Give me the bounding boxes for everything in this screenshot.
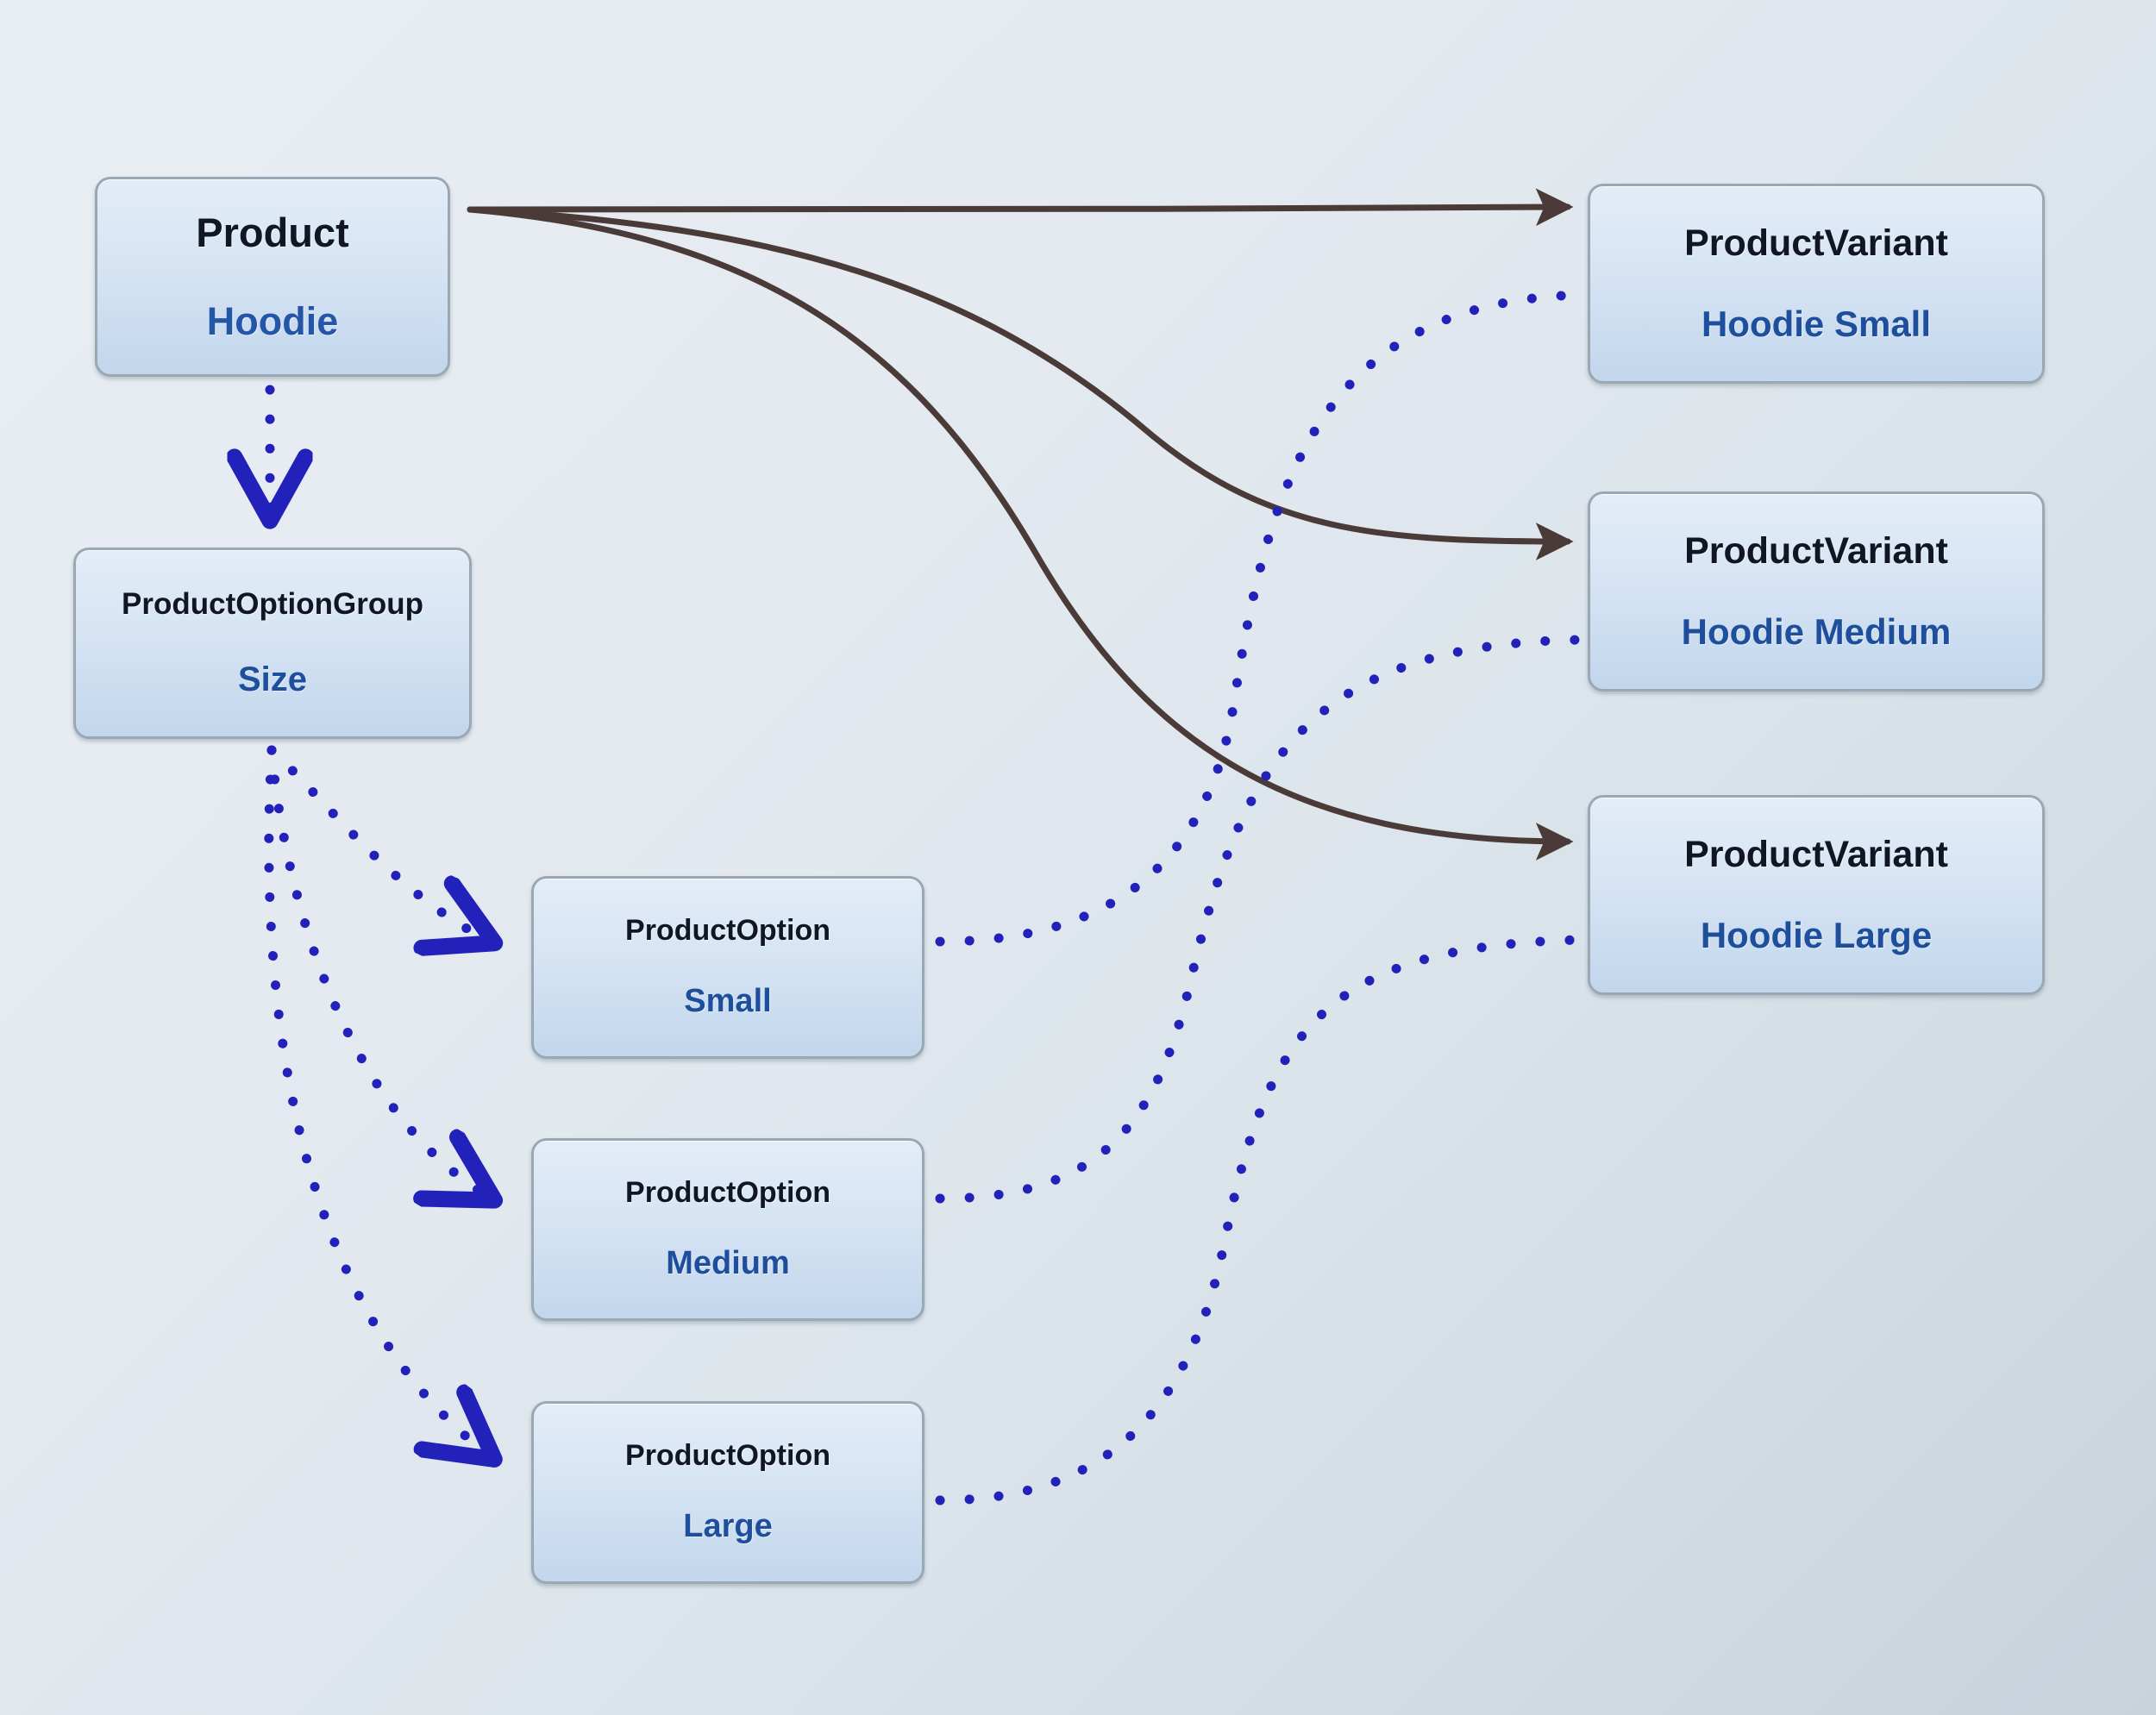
node-product-option-small-value: Small [684, 982, 772, 1019]
node-product-option-small-type: ProductOption [625, 914, 830, 948]
node-product-option-large-type: ProductOption [625, 1439, 830, 1473]
node-product[interactable]: Product Hoodie [95, 177, 450, 377]
node-product-variant-hoodie-large[interactable]: ProductVariant Hoodie Large [1588, 795, 2045, 995]
edge-group-to-option-large [264, 745, 492, 1457]
node-product-type: Product [196, 210, 349, 256]
node-product-variant-hoodie-large-value: Hoodie Large [1700, 914, 1933, 955]
node-product-option-medium-value: Medium [666, 1244, 790, 1281]
node-product-option-large-value: Large [683, 1507, 773, 1544]
node-product-option-group-type: ProductOptionGroup [122, 586, 423, 621]
node-product-variant-hoodie-small-type: ProductVariant [1684, 222, 1948, 265]
node-product-variant-hoodie-medium-type: ProductVariant [1684, 530, 1948, 573]
node-product-option-medium[interactable]: ProductOption Medium [531, 1138, 924, 1321]
edge-option-small-to-variant-small [935, 290, 1583, 947]
node-product-option-large[interactable]: ProductOption Large [531, 1401, 924, 1584]
node-product-option-small[interactable]: ProductOption Small [531, 876, 924, 1059]
node-product-variant-hoodie-large-type: ProductVariant [1684, 834, 1948, 876]
node-product-option-medium-type: ProductOption [625, 1176, 830, 1210]
node-product-variant-hoodie-medium-value: Hoodie Medium [1681, 610, 1952, 652]
node-product-variant-hoodie-medium[interactable]: ProductVariant Hoodie Medium [1588, 491, 2045, 692]
edge-product-to-variant-small [467, 188, 1574, 227]
edge-product-to-variant-medium [467, 206, 1574, 560]
edge-option-large-to-variant-large [935, 935, 1583, 1505]
edge-group-to-option-small [266, 745, 492, 942]
edge-option-medium-to-variant-medium [935, 635, 1583, 1204]
node-product-option-group[interactable]: ProductOptionGroup Size [73, 548, 472, 739]
node-product-variant-hoodie-small[interactable]: ProductVariant Hoodie Small [1588, 184, 2045, 384]
node-product-value: Hoodie [206, 299, 339, 344]
node-product-variant-hoodie-small-value: Hoodie Small [1701, 303, 1932, 344]
edge-group-to-option-medium [266, 745, 492, 1199]
edge-product-to-variant-large [467, 206, 1574, 861]
node-product-option-group-value: Size [237, 660, 308, 699]
